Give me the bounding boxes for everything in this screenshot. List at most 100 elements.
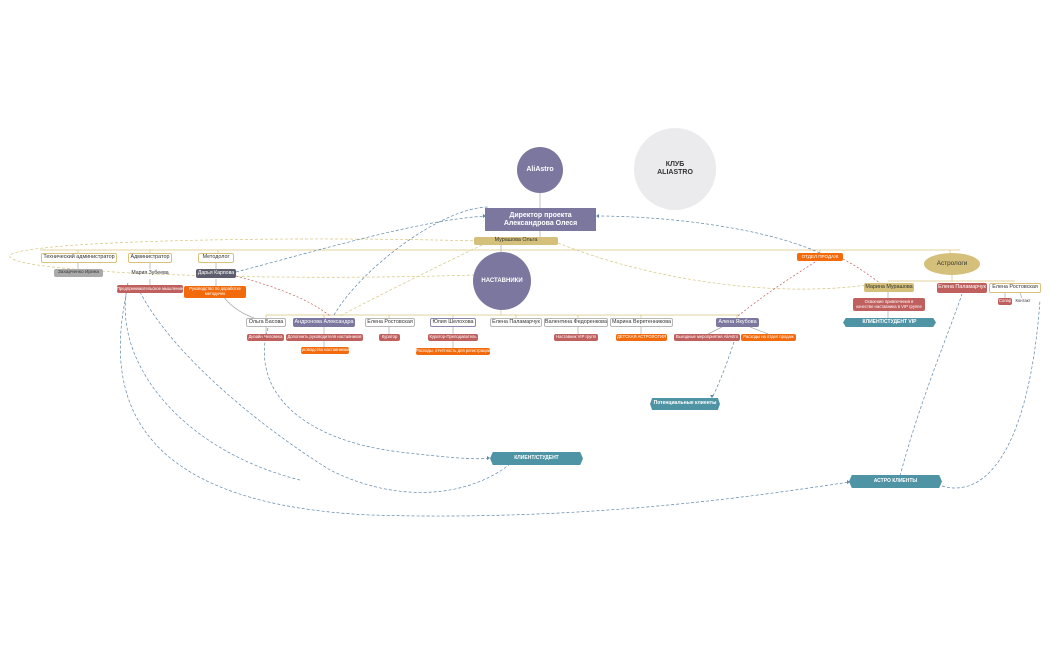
karpova-node[interactable]: Дарья Карпова <box>196 269 236 278</box>
andronova-task2-node[interactable]: Руководство наставниками <box>298 347 352 354</box>
andronova-task2-label: Руководство наставниками <box>298 347 352 353</box>
rostovskaya1-task-node[interactable]: Куратор <box>379 334 400 341</box>
predprinimatel-node[interactable]: Предпринимательское мышление <box>117 285 183 293</box>
administrator-label: Администратор <box>130 254 170 261</box>
zakharchenko-label: Захарченко Ирина <box>57 270 100 276</box>
murashova-olga-label: Мурашова Ольга <box>494 237 538 244</box>
zakharchenko-node[interactable]: Захарченко Ирина <box>54 269 103 277</box>
link-olga-andr <box>339 244 483 317</box>
yakubova-label: Алена Якубова <box>718 318 757 325</box>
potential-clients-node[interactable]: Потенциальные клиенты <box>650 398 720 410</box>
astro-clients-label: АСТРО КЛИЕНТЫ <box>873 477 918 484</box>
kontakt-label: Контакт <box>1015 298 1031 304</box>
tech-admin-label: Технический администратор <box>43 254 115 261</box>
link-astro-rost <box>941 299 1041 489</box>
link-basova-client <box>264 327 491 460</box>
link-rost2-kont <box>1019 292 1023 299</box>
basova-task-node[interactable]: Дизайн Человека <box>247 334 284 341</box>
shelokhova-node[interactable]: Юлия Шелохова <box>430 318 476 327</box>
client-student-node[interactable]: КЛИЕНТ/СТУДЕНТ <box>490 452 583 465</box>
client-student-label: КЛИЕНТ/СТУДЕНТ <box>514 454 559 461</box>
link-s8b <box>749 326 769 335</box>
rostovskaya2-label: Елена Ростовская <box>992 284 1038 291</box>
tech-admin-node[interactable]: Технический администратор <box>41 253 117 263</box>
murashova-marina-label: Марина Мурашова <box>865 283 913 290</box>
astrologi-label: Астрологи <box>936 260 968 268</box>
potential-clients-label: Потенциальные клиенты <box>653 400 717 407</box>
link-yak-potential <box>711 341 735 399</box>
link-pred-client <box>139 291 511 493</box>
nastavniki-label: НАСТАВНИКИ <box>481 277 523 284</box>
shelokhova-task2-label: Расходы, отчётность для регистрации <box>415 348 491 354</box>
link-zub-client <box>124 282 301 481</box>
andronova-node[interactable]: Андронова Александра <box>293 318 355 327</box>
veretennikova-task-node[interactable]: ДЕТСКАЯ АСТРОЛОГИЯ <box>616 334 667 341</box>
link-olga-loop <box>9 238 479 278</box>
sales-label: ОТДЕЛ ПРОДАЖ <box>801 254 839 260</box>
yakubova-task2-node[interactable]: Расходы на отдел продаж <box>741 334 796 341</box>
link-sales-director <box>595 215 821 254</box>
veretennikova-label: Марина Веретенникова <box>611 318 672 325</box>
arrow-director-right <box>596 214 599 218</box>
arrow-client <box>487 456 490 460</box>
link-karp-andr <box>235 275 331 317</box>
rostovskaya1-task-label: Куратор <box>381 334 398 340</box>
arrow-astro <box>847 480 850 484</box>
arrow-director-left <box>483 214 486 218</box>
andronova-task1-label: Дополнить руководителя наставников <box>287 334 362 340</box>
metodolog-node[interactable]: Методолог <box>198 253 234 263</box>
andronova-task1-node[interactable]: Дополнить руководителя наставников <box>286 334 363 341</box>
solar-label: Солар <box>998 298 1012 304</box>
astrologi-oval[interactable]: Астрологи <box>924 253 980 275</box>
zubeeva-node[interactable]: Мария Зубеева <box>128 269 172 278</box>
aliastro-label: AliAstro <box>526 166 554 174</box>
rostovskaya1-node[interactable]: Елена Ростовская <box>365 318 415 327</box>
link-sales-marina <box>842 258 881 284</box>
palamarchuk1-node[interactable]: Елена Паламарчук <box>490 318 542 327</box>
palamarchuk2-node[interactable]: Елена Паламарчук <box>937 283 987 293</box>
basova-node[interactable]: Ольга Басова <box>246 318 286 327</box>
murashova-marina-task-node[interactable]: Освоение привлечения в качестве наставни… <box>853 298 925 311</box>
murashova-olga-node[interactable]: Мурашова Ольга <box>474 237 558 245</box>
nastavniki-circle[interactable]: НАСТАВНИКИ <box>473 252 531 310</box>
arrow-potential <box>710 395 714 398</box>
administrator-node[interactable]: Администратор <box>128 253 172 263</box>
club-circle[interactable]: КЛУБ ALIASTRO <box>634 128 716 210</box>
rostovskaya1-label: Елена Ростовская <box>367 318 413 325</box>
karpova-task-label: Руководство по доработке методичек <box>189 286 241 296</box>
karpova-label: Дарья Карпова <box>197 269 235 276</box>
yakubova-task1-label: Выездные мероприятия AliAstro <box>675 334 739 340</box>
fedorenkova-node[interactable]: Валентина Федоренкова <box>544 318 608 327</box>
predprinimatel-label: Предпринимательское мышление <box>116 285 184 291</box>
director-title: Директор проекта <box>509 211 572 219</box>
sales-node[interactable]: ОТДЕЛ ПРОДАЖ <box>797 253 843 261</box>
karpova-task-node[interactable]: Руководство по доработке методичек <box>184 286 246 298</box>
andronova-label: Андронова Александра <box>294 318 354 325</box>
shelokhova-task2-node[interactable]: Расходы, отчётность для регистрации <box>416 348 490 355</box>
solar-node[interactable]: Солар <box>998 298 1012 305</box>
palamarchuk1-label: Елена Паламарчук <box>492 318 540 325</box>
shelokhova-label: Юлия Шелохова <box>432 318 474 325</box>
rostovskaya2-node[interactable]: Елена Ростовская <box>989 283 1041 293</box>
director-node[interactable]: Директор проекта Александрова Олеся <box>485 208 596 231</box>
murashova-marina-node[interactable]: Марина Мурашова <box>864 283 914 292</box>
link-astro-pal <box>899 293 963 477</box>
veretennikova-node[interactable]: Марина Веретенникова <box>610 318 673 327</box>
basova-task-label: Дизайн Человека <box>248 334 283 340</box>
shelokhova-task1-node[interactable]: Куратор-Преподаватель <box>428 334 478 341</box>
link-andr-director <box>333 206 489 316</box>
veretennikova-task-label: ДЕТСКАЯ АСТРОЛОГИЯ <box>617 334 666 340</box>
basova-label: Ольга Басова <box>248 318 284 325</box>
fedorenkova-task-label: Наставник VIP групп <box>556 334 596 340</box>
yakubova-task2-label: Расходы на отдел продаж <box>743 334 794 340</box>
yakubova-node[interactable]: Алена Якубова <box>716 318 759 327</box>
astro-clients-node[interactable]: АСТРО КЛИЕНТЫ <box>849 475 942 488</box>
client-vip-node[interactable]: КЛИЕНТ/СТУДЕНТ VIP <box>843 318 936 327</box>
kontakt-node[interactable]: Контакт <box>1013 298 1033 305</box>
yakubova-task1-node[interactable]: Выездные мероприятия AliAstro <box>674 334 740 341</box>
metodolog-label: Методолог <box>202 254 230 261</box>
client-vip-label: КЛИЕНТ/СТУДЕНТ VIP <box>862 318 917 325</box>
fedorenkova-task-node[interactable]: Наставник VIP групп <box>554 334 598 341</box>
murashova-marina-task-label: Освоение привлечения в качестве наставни… <box>856 298 922 309</box>
aliastro-circle[interactable]: AliAstro <box>517 147 563 193</box>
